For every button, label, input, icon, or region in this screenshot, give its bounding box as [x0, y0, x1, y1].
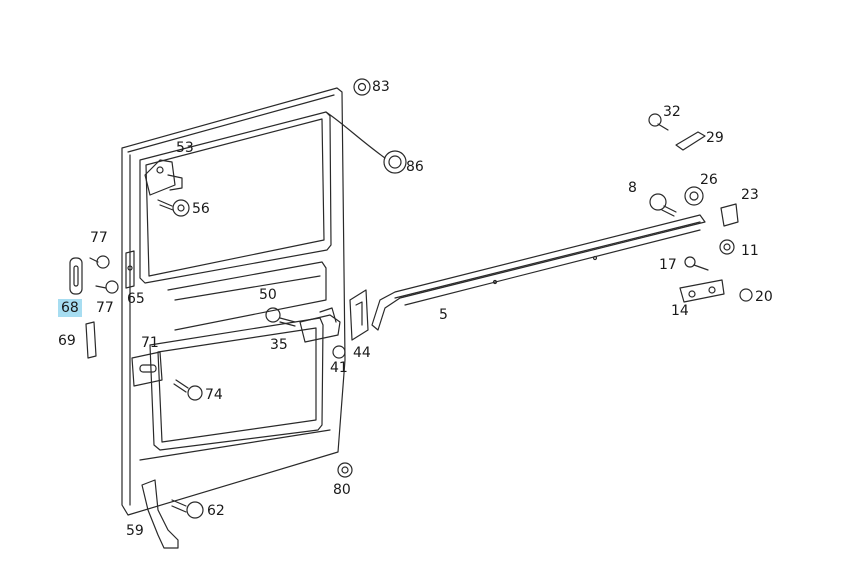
- part-35-latch: [299, 307, 341, 343]
- part-11-nut: [719, 239, 735, 255]
- part-56-bolt: [157, 199, 190, 217]
- part-80-nut: [337, 462, 353, 478]
- part-86-grommet: [383, 150, 407, 174]
- label-14: 14: [671, 303, 689, 319]
- part-50-bolt: [265, 307, 296, 327]
- part-23-bracket: [720, 203, 739, 227]
- part-14-roller: [679, 279, 725, 303]
- label-5: 5: [439, 307, 448, 323]
- label-74: 74: [205, 387, 223, 403]
- part-53-hinge: [144, 159, 183, 196]
- part-44-plate: [349, 289, 369, 341]
- label-29: 29: [706, 130, 724, 146]
- label-59: 59: [126, 523, 144, 539]
- label-23: 23: [741, 187, 759, 203]
- part-83-nut: [353, 78, 371, 96]
- part-74-bolt: [173, 379, 203, 401]
- part-5-rail: [371, 214, 706, 331]
- part-41-nut: [332, 345, 346, 359]
- label-50: 50: [259, 287, 277, 303]
- label-17: 17: [659, 257, 677, 273]
- label-86: 86: [406, 159, 424, 175]
- label-77-lower: 77: [96, 300, 114, 316]
- label-62: 62: [207, 503, 225, 519]
- label-8: 8: [628, 180, 637, 196]
- door-panel: [121, 87, 346, 516]
- label-11: 11: [741, 243, 759, 259]
- label-53: 53: [176, 140, 194, 156]
- part-32-bolt: [648, 113, 669, 131]
- label-44: 44: [353, 345, 371, 361]
- part-62-bolt: [171, 499, 204, 519]
- label-69: 69: [58, 333, 76, 349]
- part-65-bracket: [125, 250, 135, 289]
- label-41: 41: [330, 360, 348, 376]
- part-17-bolt: [684, 256, 709, 271]
- label-32: 32: [663, 104, 681, 120]
- part-71-striker: [131, 351, 163, 387]
- label-77-upper: 77: [90, 230, 108, 246]
- label-83: 83: [372, 79, 390, 95]
- part-8-bolt: [649, 193, 677, 217]
- label-20: 20: [755, 289, 773, 305]
- label-35: 35: [270, 337, 288, 353]
- part-20-nut: [739, 288, 753, 302]
- part-68-buffer: [69, 257, 83, 295]
- part-26-washer: [684, 186, 704, 206]
- part-77-bolt-lower: [95, 280, 119, 294]
- label-26: 26: [700, 172, 718, 188]
- label-80: 80: [333, 482, 351, 498]
- label-56: 56: [192, 201, 210, 217]
- part-69-stop: [85, 321, 97, 359]
- label-71: 71: [141, 335, 159, 351]
- label-65: 65: [127, 291, 145, 307]
- cable-line: [325, 111, 386, 159]
- part-59-hinge: [141, 479, 179, 549]
- label-68: 68: [58, 299, 82, 317]
- part-77-bolt-upper: [89, 255, 110, 269]
- part-29-clip: [675, 131, 706, 151]
